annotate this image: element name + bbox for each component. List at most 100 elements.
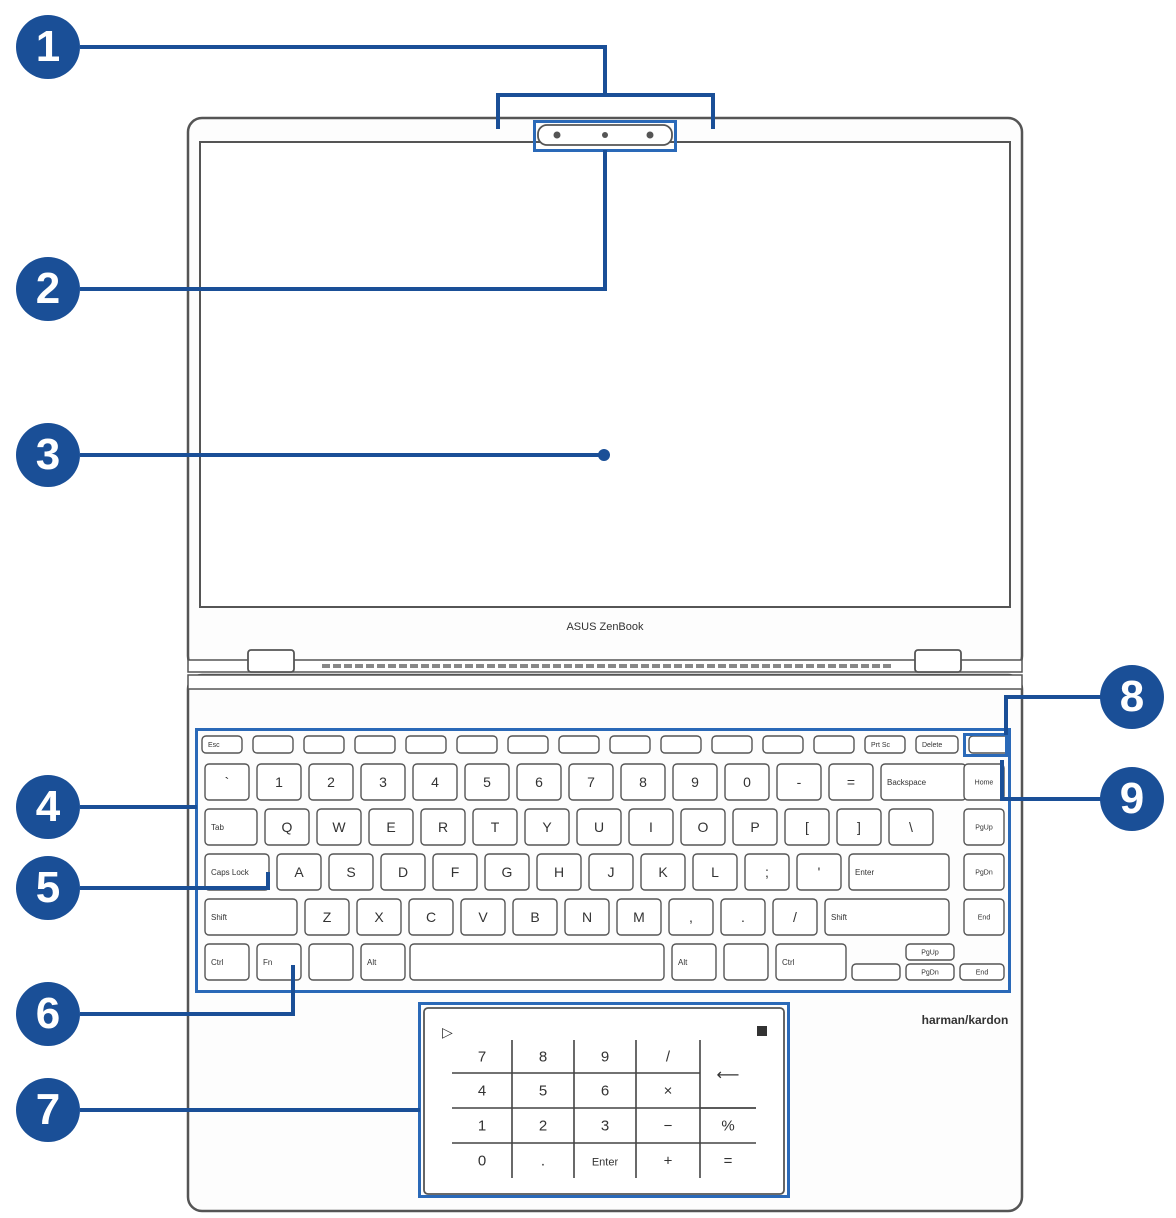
key-5[interactable]: 5 [464,763,510,801]
key-t[interactable]: T [472,808,518,846]
key-r[interactable]: R [420,808,466,846]
key-delete[interactable]: Delete [915,735,959,754]
numberpad-key-6[interactable]: 6 [601,1083,609,1100]
numberpad-key-2[interactable]: 2 [539,1118,547,1135]
key-e[interactable]: E [368,808,414,846]
key-pgdn[interactable]: PgDn [963,853,1005,891]
key-pgdn[interactable]: PgDn [905,963,955,981]
key-symbol[interactable]: , [668,898,714,936]
key-end[interactable]: End [963,898,1005,936]
key-p[interactable]: P [732,808,778,846]
key-end[interactable]: End [959,963,1005,981]
key-i[interactable]: I [628,808,674,846]
key-pgup[interactable]: PgUp [963,808,1005,846]
key-symbol[interactable]: . [720,898,766,936]
key-f[interactable]: F [432,853,478,891]
key-ctrl[interactable]: Ctrl [204,943,250,981]
numberpad-key-symbol[interactable]: × [664,1083,673,1100]
key-z[interactable]: Z [304,898,350,936]
key-blank[interactable] [609,735,651,754]
key-enter[interactable]: Enter [848,853,950,891]
key-tab[interactable]: Tab [204,808,258,846]
key-symbol[interactable]: [ [784,808,830,846]
numberpad-key-0[interactable]: 0 [478,1153,486,1170]
key-esc[interactable]: Esc [201,735,243,754]
numberpad-key-symbol[interactable]: . [541,1153,545,1170]
numberpad-key-symbol[interactable]: − [664,1118,673,1135]
key-6[interactable]: 6 [516,763,562,801]
key-ctrl[interactable]: Ctrl [775,943,847,981]
key-symbol[interactable]: = [828,763,874,801]
key-symbol[interactable]: ] [836,808,882,846]
key-x[interactable]: X [356,898,402,936]
key-8[interactable]: 8 [620,763,666,801]
key-symbol[interactable]: ' [796,853,842,891]
key-symbol[interactable]: ; [744,853,790,891]
key-1[interactable]: 1 [256,763,302,801]
key-2[interactable]: 2 [308,763,354,801]
key-prt-sc[interactable]: Prt Sc [864,735,906,754]
key-0[interactable]: 0 [724,763,770,801]
touchpad[interactable] [423,1007,785,1195]
key-m[interactable]: M [616,898,662,936]
numberpad-key-3[interactable]: 3 [601,1118,609,1135]
numberpad-key-symbol[interactable]: / [666,1049,671,1066]
key-fn[interactable]: Fn [256,943,302,981]
numberpad-switch-icon[interactable] [757,1026,767,1036]
key-blank[interactable] [507,735,549,754]
numberpad-key-5[interactable]: 5 [539,1083,547,1100]
key-blank[interactable] [558,735,600,754]
numberpad-backspace-icon[interactable]: ⟵ [717,1067,740,1084]
key-blank[interactable] [456,735,498,754]
key-symbol[interactable]: - [776,763,822,801]
key-s[interactable]: S [328,853,374,891]
numberpad-key-symbol[interactable]: = [724,1153,733,1170]
key-blank[interactable] [308,943,354,981]
key-blank[interactable] [660,735,702,754]
key-blank[interactable] [813,735,855,754]
key-v[interactable]: V [460,898,506,936]
numberpad-key-symbol[interactable]: + [664,1153,673,1170]
numberpad-key-9[interactable]: 9 [601,1049,609,1066]
key-3[interactable]: 3 [360,763,406,801]
key-blank[interactable] [409,943,665,981]
key-j[interactable]: J [588,853,634,891]
key-blank[interactable] [851,963,901,981]
key-l[interactable]: L [692,853,738,891]
numberpad-toggle-icon[interactable]: ▷ [442,1024,453,1040]
key-home[interactable]: Home [963,763,1005,801]
numberpad-key-symbol[interactable]: % [721,1118,734,1135]
key-alt[interactable]: Alt [360,943,406,981]
numberpad-key-1[interactable]: 1 [478,1118,486,1135]
key-pgup[interactable]: PgUp [905,943,955,961]
key-d[interactable]: D [380,853,426,891]
key-o[interactable]: O [680,808,726,846]
key-4[interactable]: 4 [412,763,458,801]
key-9[interactable]: 9 [672,763,718,801]
key-c[interactable]: C [408,898,454,936]
key-h[interactable]: H [536,853,582,891]
numberpad-key-enter[interactable]: Enter [592,1157,619,1169]
numberpad-key-8[interactable]: 8 [539,1049,547,1066]
key-symbol[interactable]: \ [888,808,934,846]
key-symbol[interactable]: / [772,898,818,936]
key-shift[interactable]: Shift [204,898,298,936]
key-blank[interactable] [711,735,753,754]
key-blank[interactable] [723,943,769,981]
key-7[interactable]: 7 [568,763,614,801]
numberpad-key-4[interactable]: 4 [478,1083,486,1100]
key-q[interactable]: Q [264,808,310,846]
key-k[interactable]: K [640,853,686,891]
key-n[interactable]: N [564,898,610,936]
key-blank[interactable] [303,735,345,754]
key-g[interactable]: G [484,853,530,891]
key-a[interactable]: A [276,853,322,891]
key-u[interactable]: U [576,808,622,846]
key-y[interactable]: Y [524,808,570,846]
key-symbol[interactable]: ` [204,763,250,801]
key-shift[interactable]: Shift [824,898,950,936]
key-alt[interactable]: Alt [671,943,717,981]
numberpad-key-7[interactable]: 7 [478,1049,486,1066]
key-b[interactable]: B [512,898,558,936]
key-blank[interactable] [354,735,396,754]
